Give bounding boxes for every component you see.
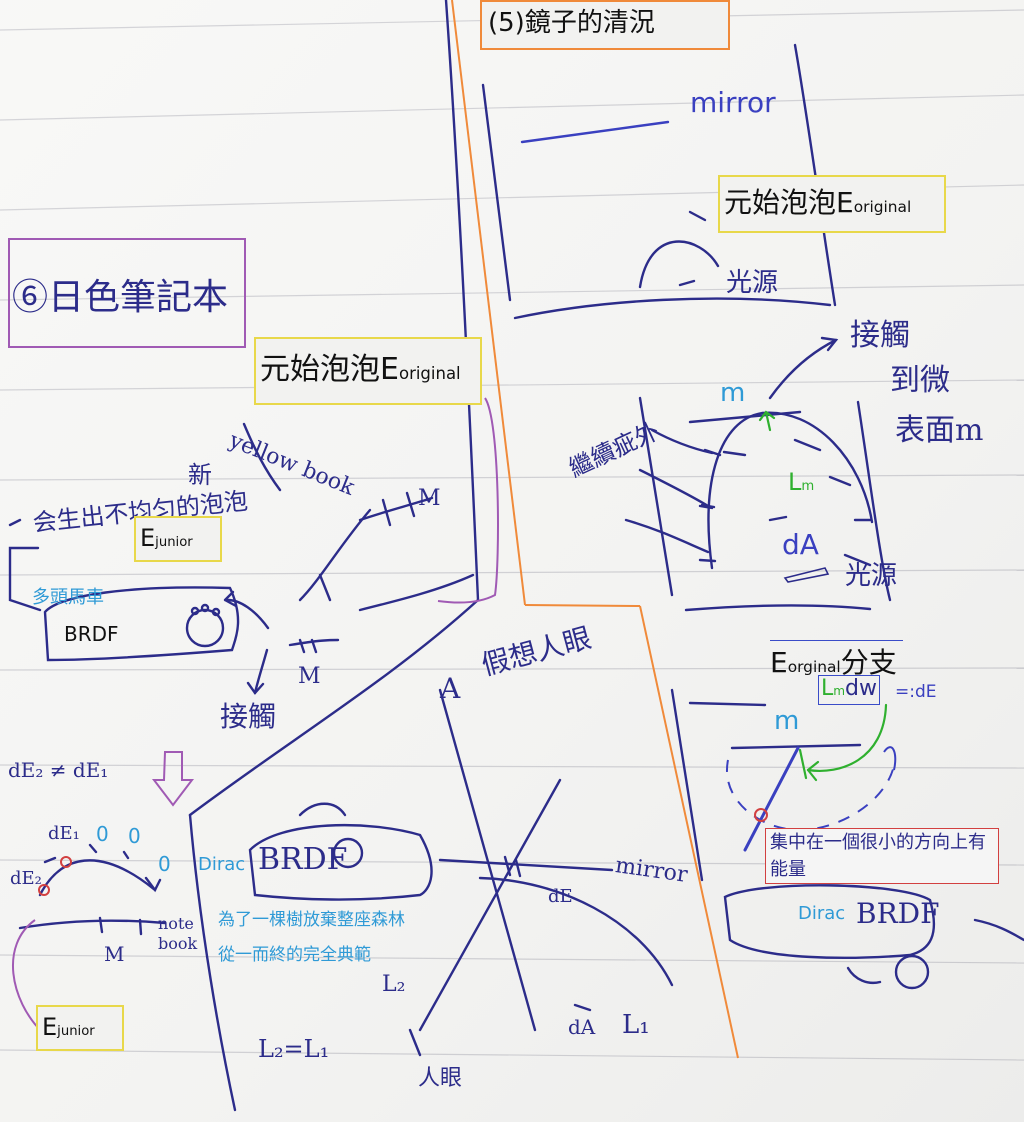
- E-junior-top-main: E: [140, 524, 156, 552]
- reflect-label-left: 接觸: [220, 700, 277, 733]
- ink-strokes: [8, 0, 1024, 1112]
- original-bubble-sub-left: original: [398, 364, 461, 383]
- E-orginal-tail: 分支: [840, 646, 897, 679]
- concentrate-note: 集中在一個很小的方向上有能量: [765, 828, 999, 884]
- dirac-label-right: Dirac: [798, 903, 846, 924]
- BRDF-right: BRDF: [856, 897, 940, 930]
- light-source-mid: 光源: [845, 561, 898, 591]
- light-source-top: 光源: [726, 268, 779, 298]
- E-junior-top: Ejunior: [134, 516, 222, 562]
- M-bottom: M: [104, 942, 125, 966]
- Lm-label: Lm: [788, 468, 814, 496]
- BRDF-left: BRDF: [64, 622, 119, 646]
- zero-label-3: 0: [158, 852, 171, 876]
- M-near-yellow: M: [418, 486, 441, 511]
- m-label-top: m: [720, 378, 746, 408]
- dE-center: dE: [548, 886, 573, 907]
- L1-label: L₁: [622, 1010, 650, 1040]
- section6-title: ⑥日色筆記本: [8, 238, 246, 348]
- A-label: A: [440, 672, 461, 705]
- original-bubble-sub: original: [853, 198, 912, 216]
- M-under-paw: M: [298, 664, 321, 689]
- original-bubble-label-left: 元始泡泡Eoriginal: [254, 337, 482, 405]
- purple-down-arrow: [12, 397, 499, 1033]
- Lm-dw-tail: dw: [845, 676, 878, 701]
- original-bubble-label-right: 元始泡泡Eoriginal: [718, 175, 946, 233]
- E-orginal-main: E: [770, 646, 788, 679]
- E-orginal-branch: Eorginal分支: [770, 640, 903, 681]
- zero-label-2: 0: [128, 824, 141, 848]
- multi-horse-label: 多頭馬車: [32, 587, 104, 608]
- new-label: 新: [188, 461, 212, 489]
- eye-bottom-label: 人眼: [418, 1066, 463, 1091]
- L2-label: L₂: [382, 972, 406, 997]
- dirac-label-left: Dirac: [198, 854, 246, 875]
- dA-bottom: dA: [568, 1015, 596, 1039]
- E-junior-bottom: Ejunior: [36, 1005, 124, 1051]
- mirror-label-top: mirror: [690, 86, 776, 119]
- BRDF-center: BRDF: [258, 842, 348, 877]
- E-orginal-sub: orginal: [787, 658, 841, 676]
- E-junior-top-sub: junior: [155, 535, 193, 550]
- L2-eq-L1: L₂=L₁: [258, 1035, 330, 1063]
- proverb-line-2: 從一而終的完全典範: [218, 945, 371, 965]
- receive-label-1: 接觸: [850, 318, 910, 353]
- eq-dE-label: =:dE: [895, 682, 937, 702]
- dE1-label: dE₁: [48, 823, 80, 844]
- Lm-sub: m: [801, 479, 815, 494]
- m-label-bottom: m: [774, 706, 800, 736]
- note-book-label: note book: [158, 914, 198, 953]
- receive-label-3: 表面m: [895, 413, 984, 448]
- receive-label-2: 到微: [890, 363, 950, 398]
- Lm-dw-main: L: [821, 676, 834, 701]
- dA-label-right: dA: [782, 528, 819, 561]
- green-arrows: [758, 410, 888, 782]
- dE2-dE1-label: dE₂ ≠ dE₁: [8, 758, 109, 782]
- original-bubble-main-left: 元始泡泡E: [260, 352, 399, 387]
- red-markers: [38, 808, 768, 896]
- E-junior-bottom-main: E: [42, 1013, 58, 1041]
- dE2-label: dE₂: [10, 868, 42, 889]
- Lm-main: L: [788, 468, 802, 496]
- section5-title: (5)鏡子的清況: [480, 0, 730, 50]
- proverb-line-1: 為了一棵樹放棄整座森林: [218, 910, 405, 930]
- zero-label-1: 0: [96, 822, 109, 846]
- original-bubble-main: 元始泡泡E: [724, 186, 854, 219]
- orange-divider: [451, 0, 739, 1059]
- Lm-dw-label: Lmdw: [818, 675, 881, 705]
- Lm-dw-sub: m: [833, 684, 846, 698]
- E-junior-bottom-sub: junior: [57, 1024, 95, 1039]
- section6-title-text: ⑥日色筆記本: [12, 277, 229, 318]
